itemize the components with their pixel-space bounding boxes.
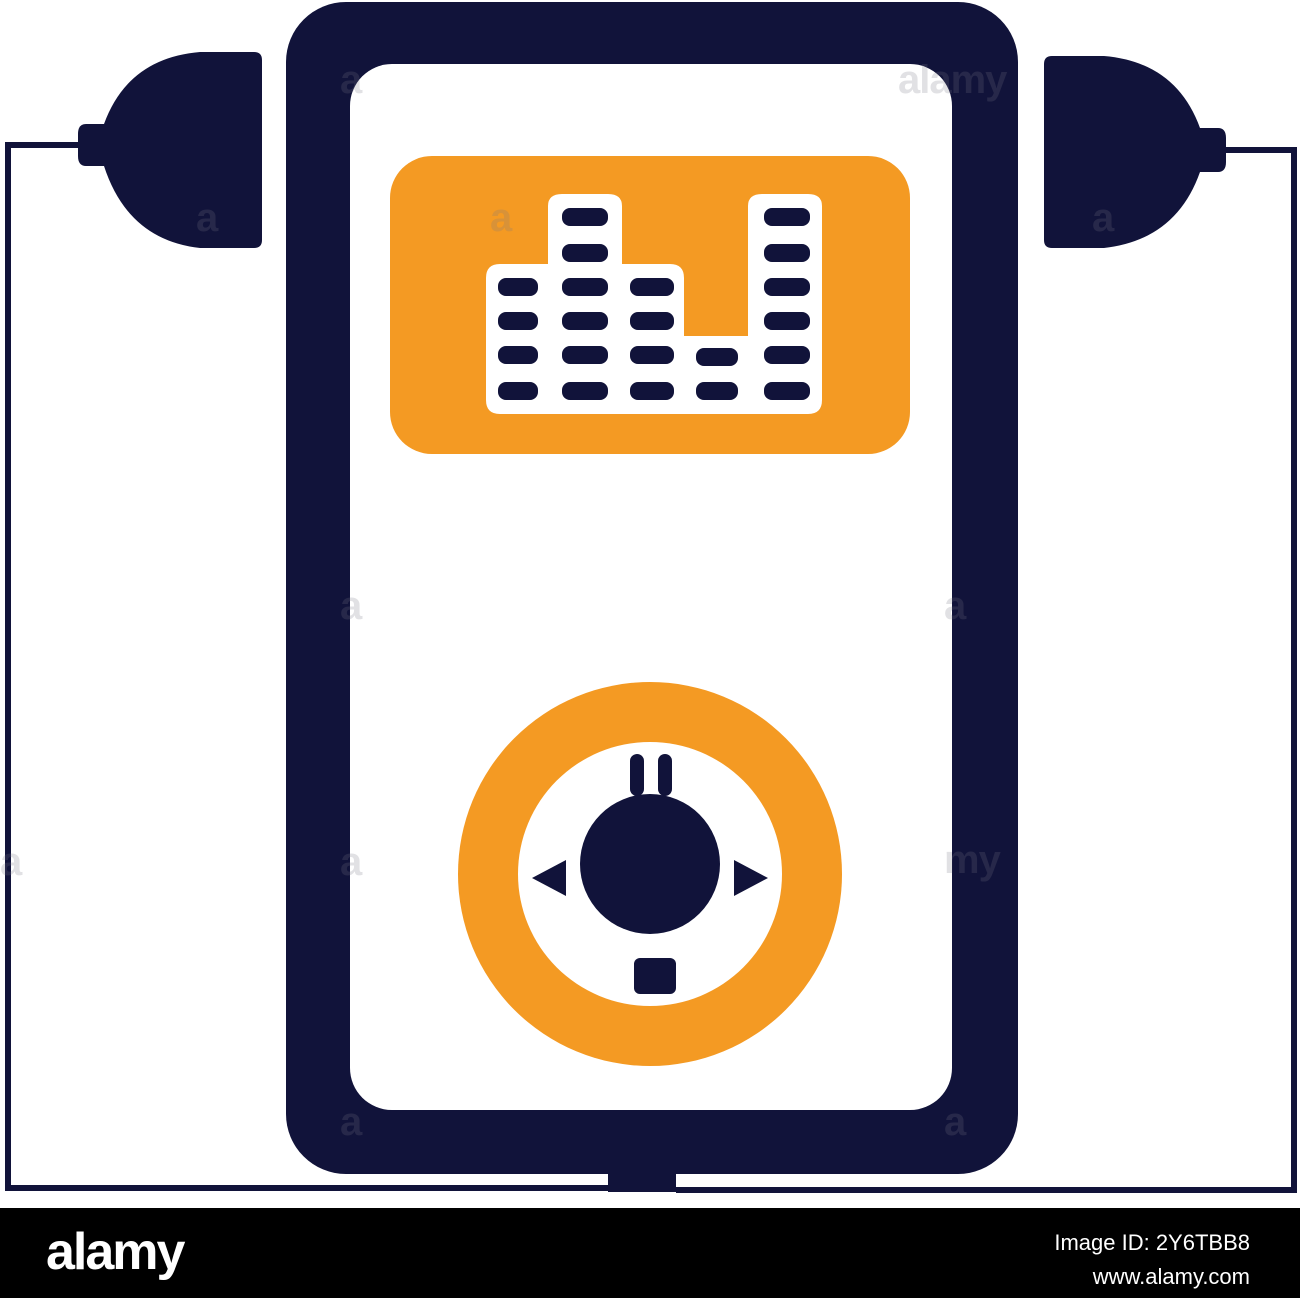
right-cable: [676, 147, 1297, 1193]
next-arrow-icon: [734, 860, 768, 896]
alamy-logo[interactable]: alamy: [46, 1223, 185, 1281]
footer-bar: alamy Image ID: 2Y6TBB8 www.alamy.com: [0, 1208, 1300, 1298]
previous-arrow-icon: [532, 860, 566, 896]
wheel-center-button: [580, 794, 720, 934]
site-url-link[interactable]: www.alamy.com: [1092, 1264, 1250, 1289]
equalizer-bars: [498, 208, 810, 400]
left-plug-icon: [78, 52, 262, 248]
left-cable: [5, 142, 610, 1191]
right-plug-icon: [1044, 56, 1226, 248]
stop-icon: [634, 958, 676, 994]
image-id-label: Image ID: 2Y6TBB8: [1054, 1230, 1250, 1255]
music-player-illustration: [5, 2, 1297, 1193]
equalizer-icon: [486, 194, 822, 414]
cable-wires: [5, 142, 1297, 1193]
control-wheel-icon: [458, 682, 842, 1066]
pause-icon: [630, 754, 672, 796]
